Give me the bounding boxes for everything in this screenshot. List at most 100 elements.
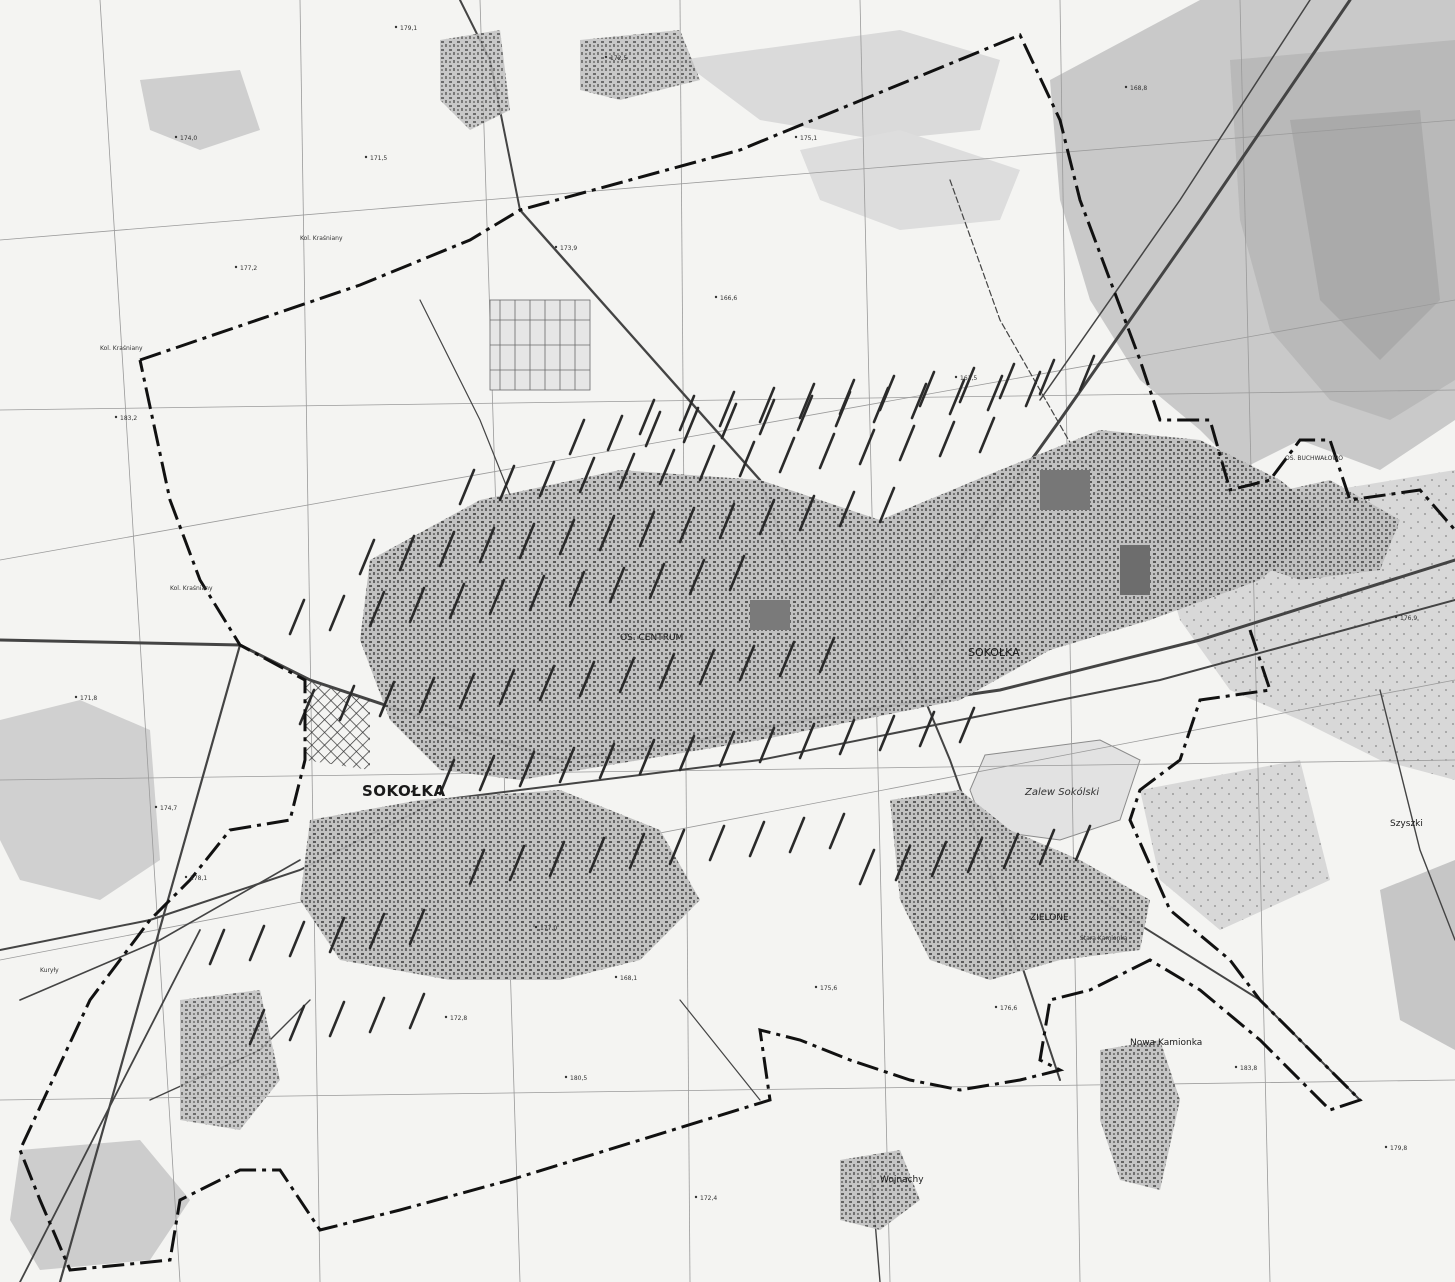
hatch-stroke <box>578 660 596 698</box>
hatch-stroke <box>288 1004 306 1042</box>
hatch-stroke <box>548 840 566 878</box>
hatch-stroke <box>644 410 662 448</box>
hatch-stroke <box>798 382 816 420</box>
hatch-stroke <box>478 526 496 564</box>
hatch-stroke <box>648 562 666 600</box>
spot-height-label: 171,5 <box>370 155 387 162</box>
hatch-stroke <box>958 366 976 404</box>
hatch-stroke <box>1024 370 1042 408</box>
hatch-stroke <box>608 566 626 604</box>
hatch-stroke <box>448 582 466 620</box>
hatch-stroke <box>998 362 1016 400</box>
hatch-stroke <box>338 684 356 722</box>
hatch-stroke <box>918 710 936 748</box>
hatch-stroke <box>788 816 806 854</box>
label-kol-krasniany-3: Kol. Kraśniany <box>170 585 213 592</box>
hatch-stroke <box>438 758 456 796</box>
spot-height-label: 172,5 <box>610 55 627 62</box>
hatch-stroke <box>438 530 456 568</box>
hatch-stroke <box>518 750 536 788</box>
hatch-stroke <box>682 406 700 444</box>
spot-height-marker <box>364 155 368 159</box>
hatch-stroke <box>288 598 306 636</box>
hatch-stroke <box>1078 354 1096 392</box>
hatch-stroke <box>878 714 896 752</box>
hatch-stroke <box>208 928 226 966</box>
spot-height-label: 161,5 <box>960 375 977 382</box>
spot-height-label: 173,9 <box>560 245 577 252</box>
hatch-stroke <box>606 414 624 452</box>
hatch-stroke <box>558 518 576 556</box>
hatch-stroke <box>568 418 586 456</box>
spot-height-marker <box>154 805 158 809</box>
hatch-stroke <box>898 424 916 462</box>
hatch-stroke <box>858 848 876 886</box>
hatch-stroke <box>728 554 746 592</box>
spot-height-marker <box>534 925 538 929</box>
hatch-stroke <box>618 452 636 490</box>
hatch-stroke <box>748 820 766 858</box>
hatch-stroke <box>488 578 506 616</box>
label-city-main: SOKOŁKA <box>362 782 446 800</box>
spot-height-marker <box>74 695 78 699</box>
hatch-stroke <box>958 706 976 744</box>
hatch-stroke <box>678 394 696 432</box>
hatch-stroke <box>738 440 756 478</box>
spot-height-marker <box>184 875 188 879</box>
spot-height-marker <box>954 375 958 379</box>
hatch-stroke <box>458 672 476 710</box>
hatch-stroke <box>678 506 696 544</box>
hatch-stroke <box>818 636 836 674</box>
hatch-stroke <box>288 920 306 958</box>
spot-heights: 179,1172,5174,0171,5175,1168,8177,2173,9… <box>74 25 1417 1202</box>
spot-height-label: 166,6 <box>720 295 737 302</box>
hatch-stroke <box>568 570 586 608</box>
hatch-stroke <box>918 370 936 408</box>
hatch-stroke <box>698 648 716 686</box>
hatch-stroke <box>598 742 616 780</box>
hatch-stroke <box>598 514 616 552</box>
hatch-stroke <box>678 734 696 772</box>
spot-height-label: 177,0 <box>540 925 557 932</box>
hatch-stroke <box>758 498 776 536</box>
label-kol-krasniany-2: Kol. Kraśniany <box>100 345 143 352</box>
hatch-stroke <box>368 590 386 628</box>
spot-height-label: 183,2 <box>120 415 137 422</box>
spot-height-marker <box>714 295 718 299</box>
spot-height-marker <box>1384 1145 1388 1149</box>
hatch-stroke <box>368 912 386 950</box>
spot-height-marker <box>114 415 118 419</box>
hatch-stroke <box>298 688 316 726</box>
hatch-stroke <box>698 444 716 482</box>
hatch-stroke <box>718 390 736 428</box>
map-labels: SOKOŁKA SOKOŁKA OS. CENTRUM ZIELONE Zale… <box>40 235 1423 1185</box>
spot-height-marker <box>1124 85 1128 89</box>
hatch-stroke <box>758 386 776 424</box>
hatch-stroke <box>248 924 266 962</box>
hatch-stroke <box>658 448 676 486</box>
spot-height-label: 171,8 <box>80 695 97 702</box>
hatch-stroke <box>368 996 386 1034</box>
spot-height-label: 179,8 <box>1390 1145 1407 1152</box>
spot-height-label: 178,1 <box>190 875 207 882</box>
hatch-stroke <box>708 824 726 862</box>
hatch-stroke <box>778 640 796 678</box>
spot-height-label: 175,6 <box>820 985 837 992</box>
label-zielone: ZIELONE <box>1030 913 1069 923</box>
hatch-stroke <box>538 664 556 702</box>
label-city-east: SOKOŁKA <box>968 646 1020 659</box>
hatch-stroke <box>508 844 526 882</box>
spot-height-marker <box>694 1195 698 1199</box>
hatch-stroke <box>588 836 606 874</box>
hatch-stroke <box>628 832 646 870</box>
spot-height-label: 179,1 <box>400 25 417 32</box>
hatch-stroke <box>408 586 426 624</box>
spot-height-label: 175,1 <box>800 135 817 142</box>
spot-height-marker <box>1394 615 1398 619</box>
hatch-stroke <box>468 848 486 886</box>
hatch-stroke <box>498 464 516 502</box>
hatch-stroke <box>838 378 856 416</box>
